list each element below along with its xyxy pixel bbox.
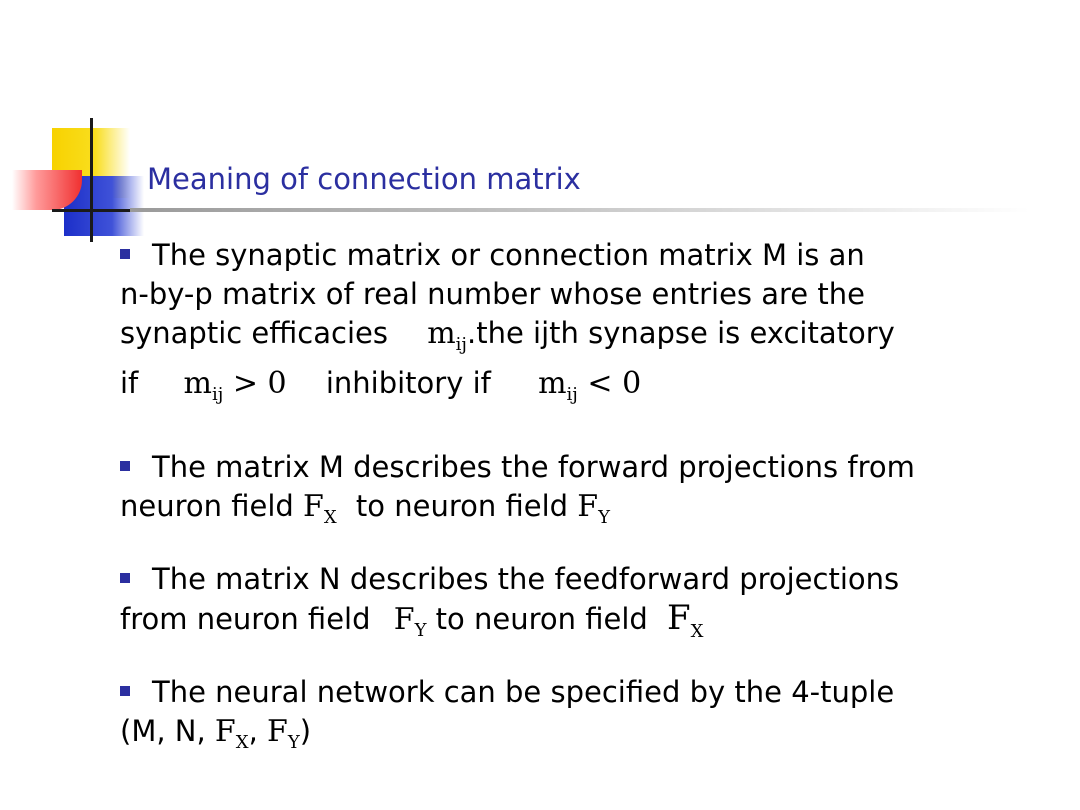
tuple-close-paren: ) (299, 714, 312, 748)
math-m-ij-gt-zero: mij > 0 (183, 366, 287, 405)
bullet-4-line-2a: (M, N, (120, 714, 206, 748)
math-f-y: FY (393, 602, 427, 641)
title-underline (130, 208, 1030, 212)
bullet-1-line-4b: inhibitory if (325, 366, 491, 400)
tuple-comma: , (248, 714, 258, 748)
bullet-1-line-3a: synaptic efficacies (120, 316, 388, 350)
bullet-3-line-1: The matrix N describes the feedforward p… (152, 562, 900, 596)
bullet-marker (120, 573, 130, 583)
logo-horizontal-line (52, 209, 138, 212)
bullet-marker (120, 686, 130, 696)
bullet-3: The matrix N describes the feedforward p… (120, 560, 899, 651)
bullet-marker (120, 249, 130, 259)
bullet-4-line-1: The neural network can be specified by t… (152, 675, 895, 709)
bullet-2-line-1: The matrix M describes the forward proje… (152, 450, 915, 484)
math-f-y: FY (577, 489, 610, 528)
bullet-1-line-1: The synaptic matrix or connection matrix… (152, 238, 865, 272)
bullet-1-line-3b: .the ijth synapse is excitatory (466, 316, 895, 350)
logo-red-swoosh (12, 170, 82, 210)
bullet-2-line-2a: neuron field (120, 489, 294, 523)
bullet-3-line-2b: to neuron field (435, 602, 648, 636)
bullet-marker (120, 461, 130, 471)
math-m-ij: mij (427, 316, 467, 355)
bullet-3-line-2a: from neuron field (120, 602, 371, 636)
math-f-y: FY (267, 714, 300, 753)
logo-vertical-line (90, 118, 93, 242)
math-m-ij-lt-zero: mij < 0 (538, 366, 642, 405)
bullet-1-line-2: n-by-p matrix of real number whose entri… (120, 277, 865, 311)
bullet-1: The synaptic matrix or connection matrix… (120, 236, 895, 414)
math-f-x: FX (303, 489, 337, 528)
math-f-x: FX (667, 598, 704, 642)
bullet-2: The matrix M describes the forward proje… (120, 448, 915, 537)
math-f-x: FX (214, 714, 249, 753)
slide-title: Meaning of connection matrix (147, 162, 581, 196)
bullet-2-line-2b: to neuron field (355, 489, 569, 523)
bullet-1-line-4a: if (120, 366, 139, 400)
bullet-4: The neural network can be specified by t… (120, 673, 894, 762)
